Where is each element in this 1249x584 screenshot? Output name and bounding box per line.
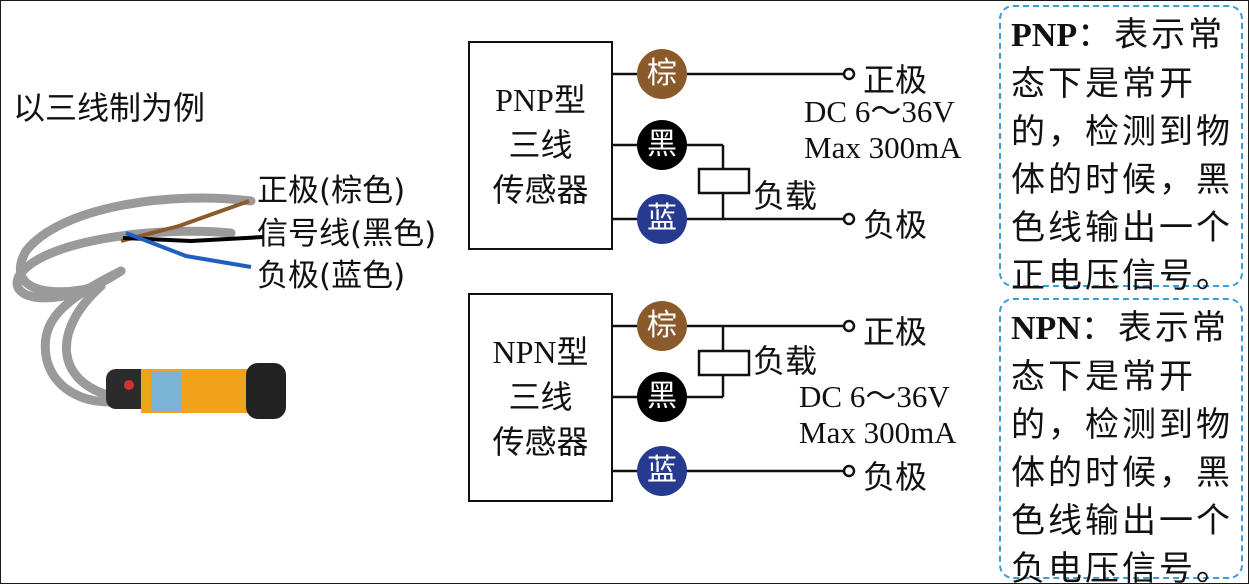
npn-black-circle: 黑 bbox=[637, 372, 687, 422]
blue-wire bbox=[125, 231, 252, 269]
pnp-box-line-1: PNP型 bbox=[495, 82, 586, 118]
npn-current: Max 300mA bbox=[799, 415, 957, 450]
npn-blue-circle: 蓝 bbox=[637, 446, 687, 496]
pnp-negative-label: 负极 bbox=[863, 206, 928, 244]
diagram-title: 以三线制为例 bbox=[13, 89, 206, 127]
pnp-black-circle: 黑 bbox=[637, 120, 687, 170]
pnp-circuit-lines bbox=[612, 72, 846, 221]
pnp-brown-circle: 棕 bbox=[637, 49, 687, 99]
pnp-positive-terminal-dot bbox=[842, 67, 856, 81]
pnp-sensor-box: PNP型 三线 传感器 bbox=[468, 41, 613, 250]
sensor-body-illustration bbox=[106, 363, 286, 419]
npn-positive-label: 正极 bbox=[863, 313, 928, 351]
pnp-note-box: PNP：表示常态下是常开的，检测到物体的时候，黑色线输出一个正电压信号。 bbox=[999, 5, 1243, 296]
pnp-negative-terminal-dot bbox=[842, 212, 856, 226]
npn-negative-label: 负极 bbox=[863, 458, 928, 496]
npn-load-label: 负载 bbox=[753, 342, 818, 380]
npn-negative-terminal-dot bbox=[842, 464, 856, 478]
pnp-box-line-3: 传感器 bbox=[492, 172, 589, 208]
pnp-blue-circle: 蓝 bbox=[637, 194, 687, 244]
pnp-voltage: DC 6～36V bbox=[804, 94, 955, 129]
npn-box-line-1: NPN型 bbox=[492, 334, 589, 370]
brown-wire bbox=[120, 199, 250, 243]
wire-label-positive: 正极(棕色) bbox=[257, 173, 406, 209]
pnp-current: Max 300mA bbox=[804, 130, 962, 165]
npn-voltage: DC 6～36V bbox=[799, 379, 950, 414]
npn-circuit-lines bbox=[612, 324, 846, 473]
npn-box-line-3: 传感器 bbox=[492, 424, 589, 460]
wire-label-signal: 信号线(黑色) bbox=[257, 216, 437, 252]
wire-label-negative: 负极(蓝色) bbox=[257, 258, 406, 294]
pnp-note-text: ：表示常态下是常开的，检测到物体的时候，黑色线输出一个正电压信号。 bbox=[1011, 15, 1233, 296]
pnp-positive-label: 正极 bbox=[863, 61, 928, 99]
pnp-load-label: 负载 bbox=[753, 177, 818, 215]
pnp-box-line-2: 三线 bbox=[508, 127, 573, 163]
npn-brown-circle: 棕 bbox=[637, 301, 687, 351]
npn-sensor-box: NPN型 三线 传感器 bbox=[468, 293, 613, 502]
npn-note-lead: NPN bbox=[1011, 310, 1081, 347]
npn-note-text: ：表示常态下是常开的，检测到物体的时候，黑色线输出一个负电压信号。 bbox=[1011, 308, 1233, 584]
pnp-note-lead: PNP bbox=[1011, 17, 1078, 54]
npn-note-box: NPN：表示常态下是常开的，检测到物体的时候，黑色线输出一个负电压信号。 bbox=[999, 298, 1243, 583]
npn-positive-terminal-dot bbox=[842, 319, 856, 333]
npn-box-line-2: 三线 bbox=[508, 379, 573, 415]
